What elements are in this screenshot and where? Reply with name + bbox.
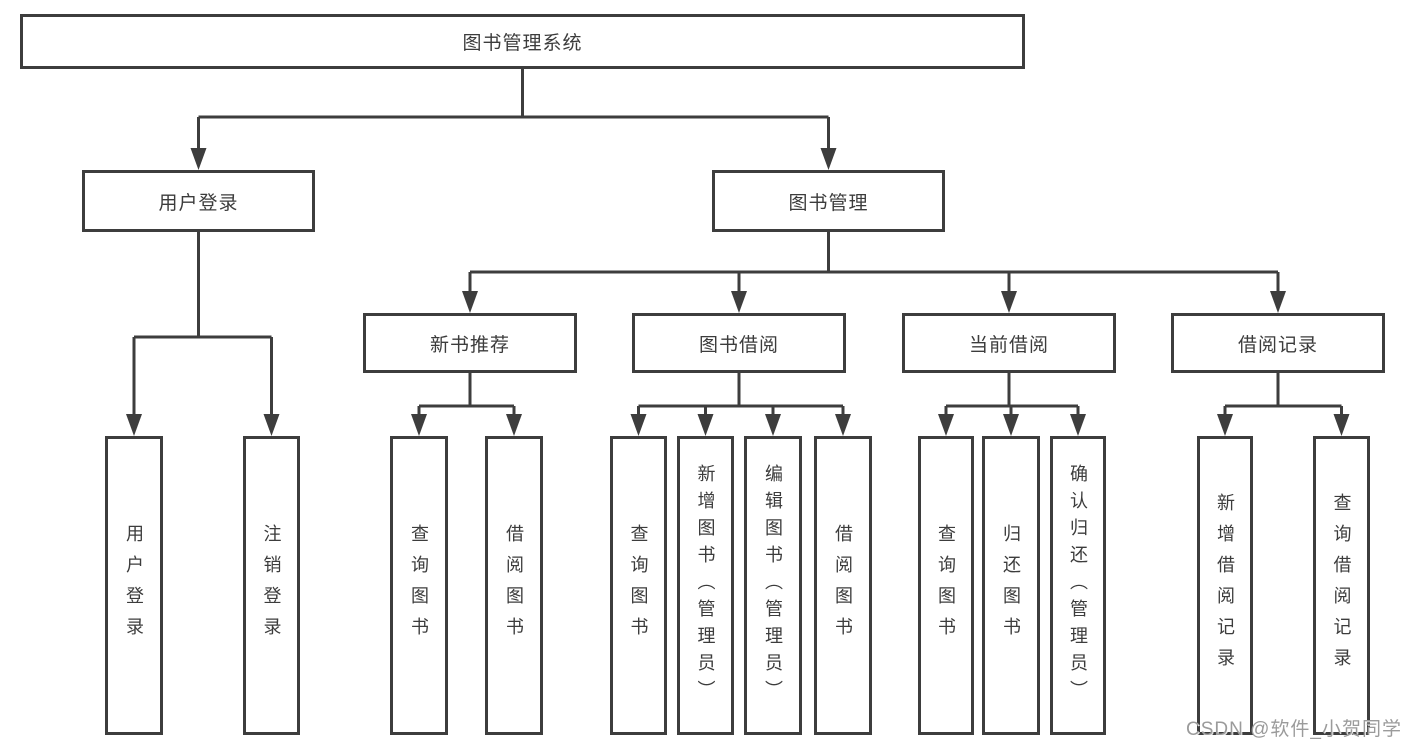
leaf-recommend-borrow-book-label: 借阅图书 (504, 523, 524, 648)
leaf-edit-book-admin-label: 编辑图书（管理员） (763, 464, 783, 707)
leaf-logout-label: 注销登录 (261, 523, 282, 648)
leaf-user-login: 用户登录 (105, 436, 163, 735)
node-borrow-records: 借阅记录 (1171, 313, 1385, 373)
node-borrow-records-label: 借阅记录 (1237, 334, 1318, 356)
leaf-borrow-query-book-label: 查询图书 (628, 523, 649, 648)
node-root-system: 图书管理系统 (20, 14, 1025, 69)
leaf-recommend-borrow-book: 借阅图书 (485, 436, 543, 735)
leaf-add-borrow-record-label: 新增借阅记录 (1215, 492, 1235, 679)
node-user-login: 用户登录 (82, 170, 315, 232)
leaf-return-book: 归还图书 (982, 436, 1040, 735)
leaf-edit-book-admin: 编辑图书（管理员） (744, 436, 802, 735)
leaf-confirm-return-admin-label: 确认归还（管理员） (1068, 464, 1088, 707)
leaf-return-book-label: 归还图书 (1001, 523, 1021, 648)
node-new-book-recommend-label: 新书推荐 (429, 334, 510, 356)
leaf-logout: 注销登录 (243, 436, 300, 735)
node-book-management: 图书管理 (712, 170, 945, 232)
node-root-system-label: 图书管理系统 (462, 33, 583, 54)
node-book-borrow: 图书借阅 (632, 313, 846, 373)
node-current-borrow: 当前借阅 (902, 313, 1116, 373)
leaf-user-login-label: 用户登录 (124, 523, 144, 648)
leaf-confirm-return-admin: 确认归还（管理员） (1050, 436, 1106, 735)
leaf-add-book-admin: 新增图书（管理员） (677, 436, 734, 735)
node-user-login-label: 用户登录 (158, 192, 239, 214)
leaf-recommend-query-book-label: 查询图书 (409, 523, 429, 648)
arrowhead-icons (126, 148, 1350, 436)
leaf-query-borrow-record: 查询借阅记录 (1313, 436, 1370, 735)
node-book-management-label: 图书管理 (788, 192, 869, 214)
leaf-add-borrow-record: 新增借阅记录 (1197, 436, 1253, 735)
leaf-borrow-book-label: 借阅图书 (833, 523, 853, 648)
leaf-borrow-book: 借阅图书 (814, 436, 872, 735)
csdn-watermark: CSDN @软件_小贺同学 (1186, 719, 1402, 740)
leaf-current-query-book-label: 查询图书 (936, 523, 956, 648)
node-new-book-recommend: 新书推荐 (363, 313, 577, 373)
leaf-add-book-admin-label: 新增图书（管理员） (695, 464, 716, 707)
leaf-current-query-book: 查询图书 (918, 436, 974, 735)
leaf-query-borrow-record-label: 查询借阅记录 (1331, 492, 1352, 679)
leaf-recommend-query-book: 查询图书 (390, 436, 448, 735)
leaf-borrow-query-book: 查询图书 (610, 436, 667, 735)
node-current-borrow-label: 当前借阅 (968, 334, 1049, 356)
node-book-borrow-label: 图书借阅 (698, 334, 779, 356)
